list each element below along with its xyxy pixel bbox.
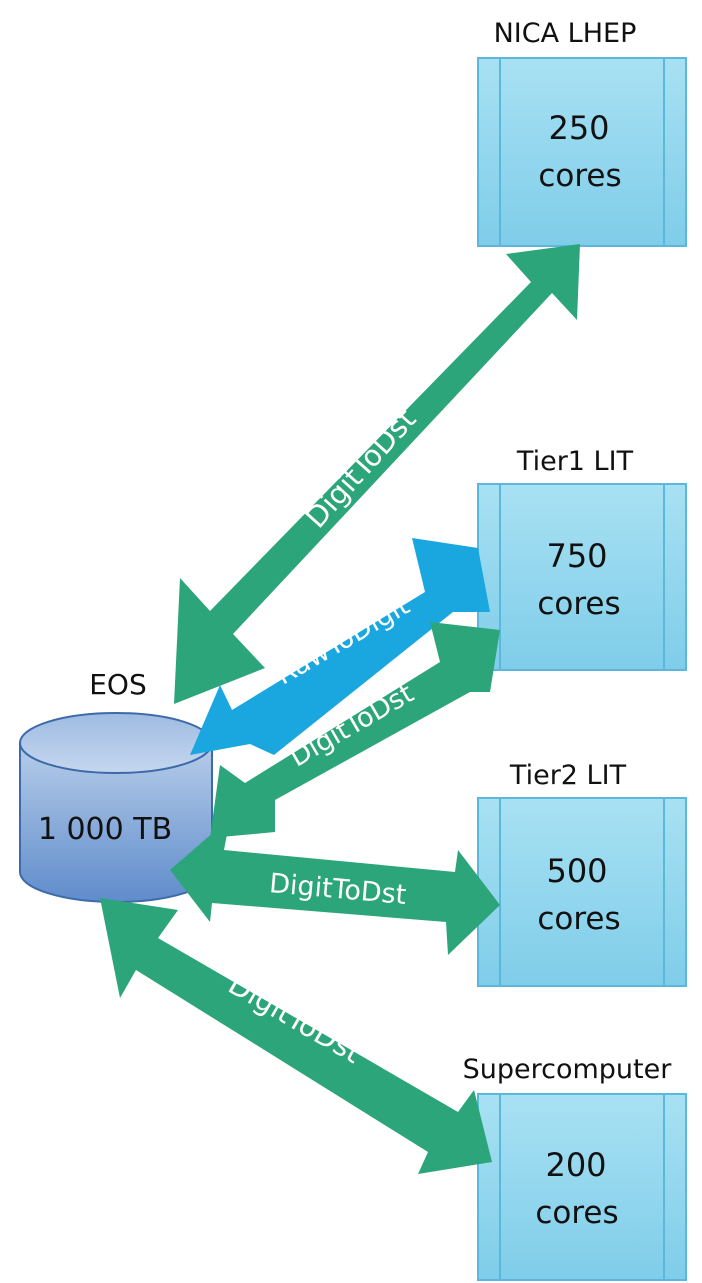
server-tier2-unit: cores — [537, 901, 620, 937]
server-tier1-unit: cores — [537, 586, 620, 622]
server-tier2-title: Tier2 LIT — [509, 760, 627, 791]
server-rack-icon — [477, 483, 687, 671]
server-tier1: Tier1 LIT 750 cores — [477, 446, 687, 671]
server-rack-icon — [477, 1093, 687, 1281]
server-nica-cores: 250 — [548, 109, 609, 147]
server-nica-unit: cores — [538, 158, 621, 194]
server-rack-icon — [477, 57, 687, 247]
storage-capacity: 1 000 TB — [38, 812, 172, 847]
server-tier2: Tier2 LIT 500 cores — [477, 760, 687, 987]
server-tier1-title: Tier1 LIT — [516, 446, 634, 477]
storage-title: EOS — [89, 668, 147, 701]
server-nica-title: NICA LHEP — [494, 18, 637, 49]
server-tier2-cores: 500 — [546, 852, 607, 890]
arrow-eos-super: DigitToDst — [100, 898, 492, 1174]
server-super-title: Supercomputer — [463, 1054, 673, 1085]
server-rack-icon — [477, 797, 687, 987]
server-super: Supercomputer 200 cores — [463, 1054, 687, 1281]
server-super-unit: cores — [535, 1195, 618, 1231]
arrow-eos-tier2: DigitToDst — [170, 818, 500, 955]
arrow-eos-nica-label: DigitToDst — [299, 402, 423, 534]
server-super-cores: 200 — [545, 1146, 606, 1184]
server-nica: NICA LHEP 250 cores — [477, 18, 687, 247]
server-tier1-cores: 750 — [546, 537, 607, 575]
